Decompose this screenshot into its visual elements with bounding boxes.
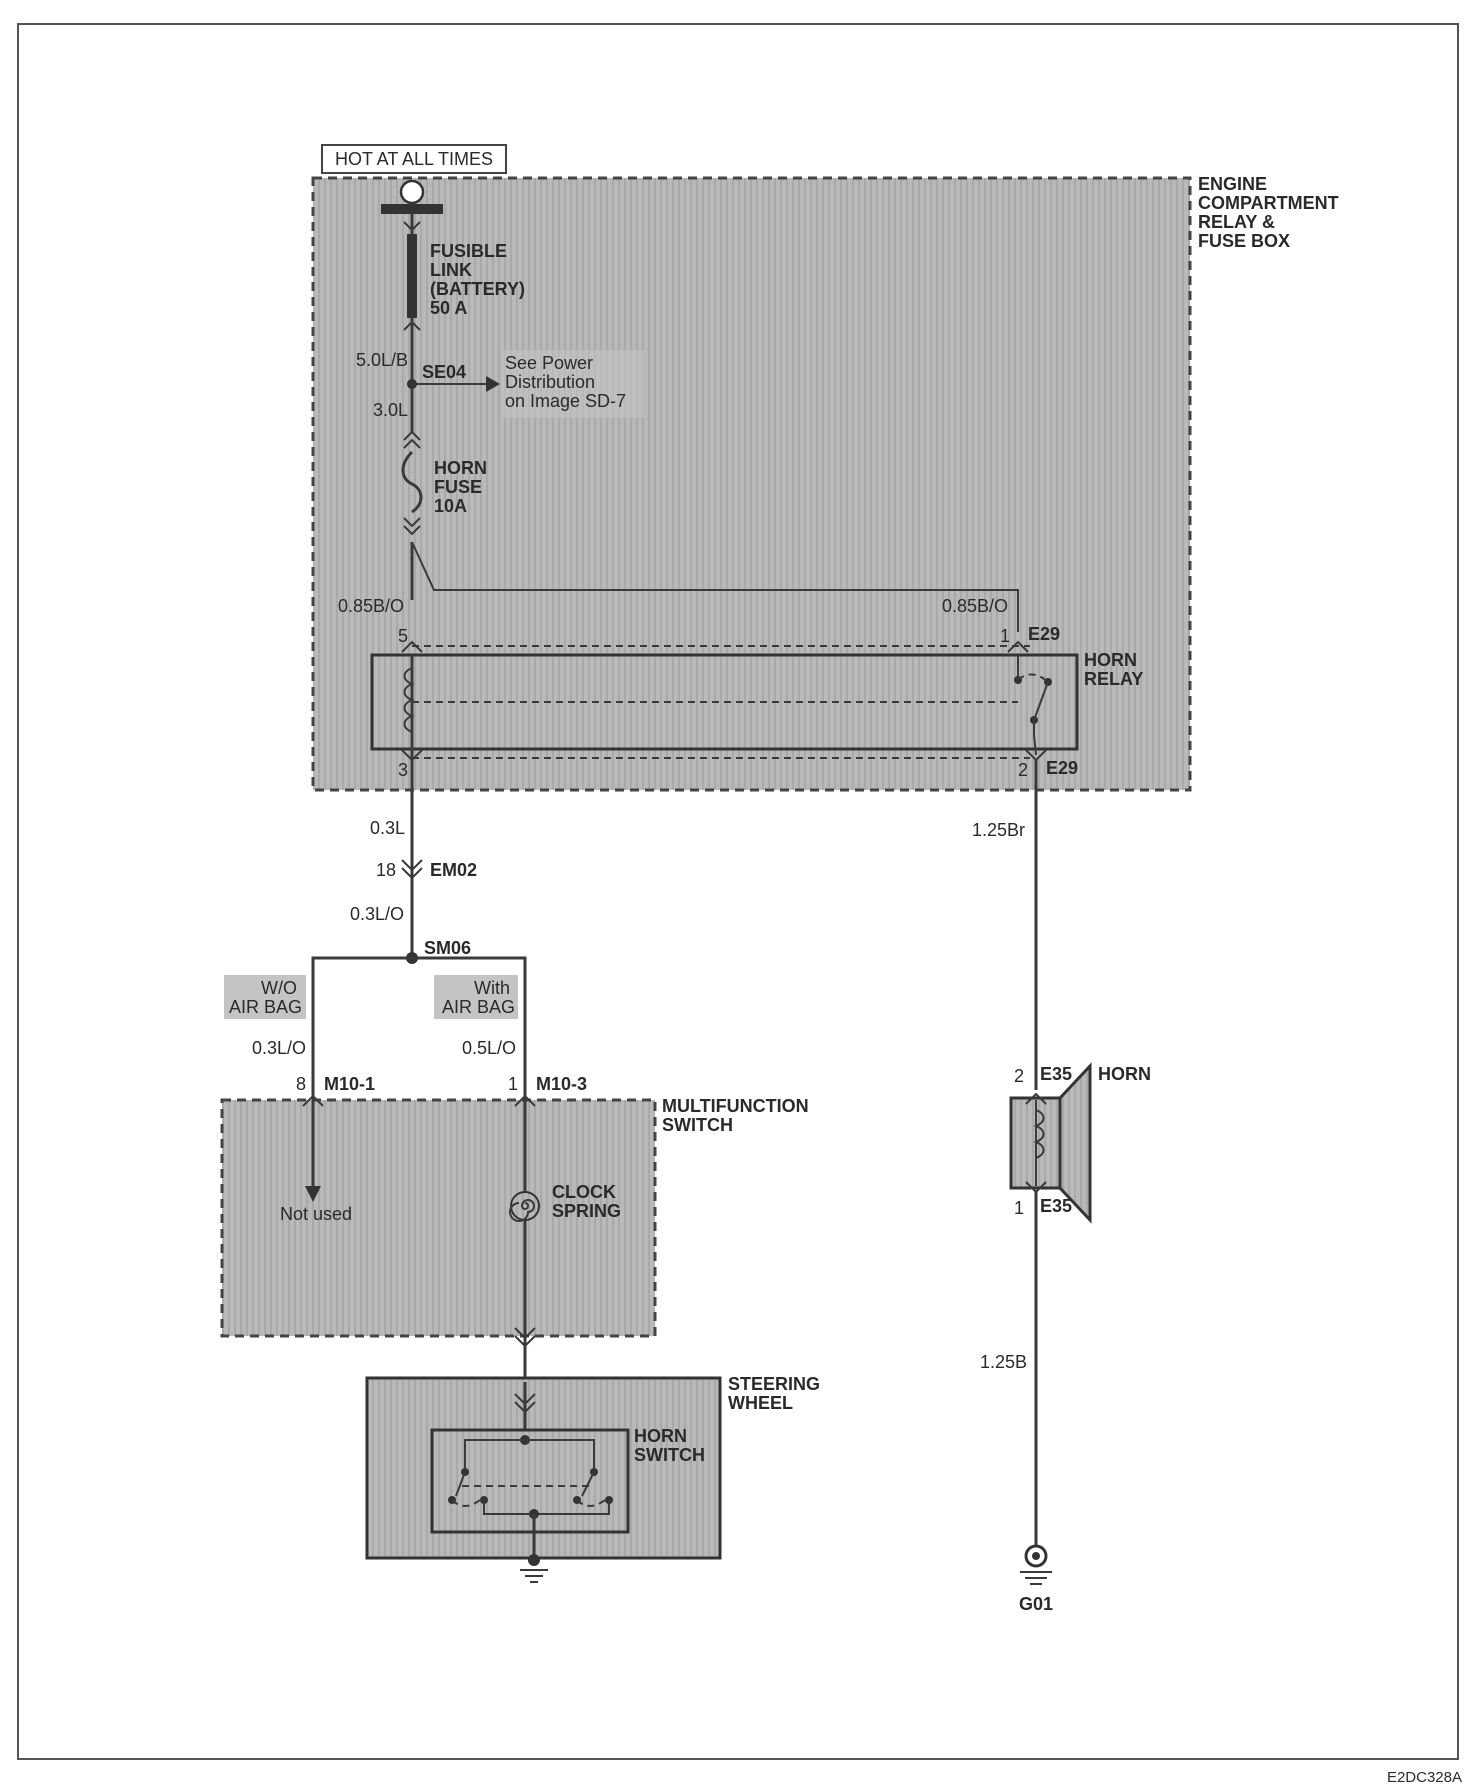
pin-18: 18 (376, 860, 396, 880)
ground-g01-icon (1020, 1544, 1052, 1585)
wire-label-3-0l: 3.0L (373, 400, 408, 420)
see-power-dist-bg (502, 350, 644, 418)
splice-se04-label: SE04 (422, 362, 466, 382)
pin-8: 8 (296, 1074, 306, 1094)
conn-m10-3: M10-3 (536, 1074, 587, 1094)
connector-chevron-icon (403, 430, 421, 441)
clock-spring-label: CLOCK SPRING (552, 1182, 621, 1221)
horn-switch-arc (576, 1499, 606, 1507)
horn-switch-label: HORN SWITCH (634, 1426, 705, 1465)
fuse-gap (404, 432, 420, 542)
image-code: E2DC328A (1387, 1769, 1462, 1786)
connector-chevron-icon (1007, 640, 1029, 653)
relay-internal-wire (1033, 720, 1037, 756)
conn-e35-bottom: E35 (1040, 1196, 1072, 1216)
horn-switch-bottom-wire (483, 1500, 610, 1515)
conn-e29-bottom: E29 (1046, 758, 1078, 778)
with-airbag-bg (434, 975, 518, 1019)
wire-label-0-3lo-top: 0.3L/O (350, 904, 404, 924)
splice-sm06-label: SM06 (424, 938, 471, 958)
horn-relay-label: HORN RELAY (1084, 650, 1143, 689)
with-airbag-wire (412, 956, 527, 1098)
arrow-right-icon (486, 376, 500, 392)
relay-coil-feed-wire (411, 541, 1019, 632)
battery-bus-bar (381, 204, 443, 214)
pin-2-horn: 2 (1014, 1066, 1024, 1086)
multifunction-switch-region (220, 1098, 657, 1338)
fusible-link-icon (407, 234, 417, 318)
steering-wheel-label: STEERING WHEEL (728, 1374, 825, 1413)
with-airbag-label: With AIR BAG (442, 978, 515, 1017)
clock-spring-spiral (509, 1199, 535, 1222)
relay-coil-icon (403, 667, 415, 733)
pin-3: 3 (398, 760, 408, 780)
connector-chevron-icon (401, 640, 423, 653)
connector-chevron-icon (401, 859, 423, 872)
wo-airbag-label: W/O AIR BAG (229, 978, 302, 1017)
connector-chevron-icon (401, 867, 423, 880)
horn-switch-arm-right (581, 1471, 595, 1497)
ground-g01-label: G01 (1019, 1594, 1053, 1614)
connector-chevron-icon (514, 1327, 536, 1340)
wire-label-0-3lo-left: 0.3L/O (252, 1038, 306, 1058)
connector-chevron-icon (514, 1094, 536, 1107)
connector-chevron-icon (403, 438, 421, 449)
battery-terminal-icon (399, 179, 425, 205)
horn-fuse-icon (401, 450, 423, 514)
ground-icon (520, 1554, 548, 1583)
relay-switch-arc (1017, 673, 1049, 683)
wo-airbag-wire (311, 956, 412, 1098)
hot-label-box (321, 144, 507, 174)
connector-chevron-icon (1025, 1092, 1047, 1105)
wire-label-0-5lo: 0.5L/O (462, 1038, 516, 1058)
relay-switch-arm (1033, 681, 1049, 721)
conn-e29-top: E29 (1028, 624, 1060, 644)
connector-chevron-icon (403, 320, 421, 331)
pin-5: 5 (398, 626, 408, 646)
connector-chevron-icon (403, 221, 421, 232)
horn-label: HORN (1098, 1064, 1151, 1084)
wo-airbag-bg (224, 975, 306, 1019)
see-power-dist-note: See Power Distribution on Image SD-7 (505, 353, 626, 411)
diagram-frame (17, 23, 1459, 1760)
wire-label-5-0lb: 5.0L/B (356, 350, 408, 370)
horn-switch-arm-left (455, 1471, 466, 1497)
conn-em02: EM02 (430, 860, 477, 880)
fusible-link-label: FUSIBLE LINK (BATTERY) 50 A (430, 241, 530, 318)
wire-label-1-25b: 1.25B (980, 1352, 1027, 1372)
connector-chevron-icon (302, 1094, 324, 1107)
multifunction-switch-label: MULTIFUNCTION SWITCH (662, 1096, 814, 1135)
horn-switch-arc (451, 1499, 481, 1507)
wire-label-085bo-left: 0.85B/O (338, 596, 404, 616)
wire-label-0-3l: 0.3L (370, 818, 405, 838)
arrow-down-icon (305, 1186, 321, 1202)
horn-fuse-label: HORN FUSE 10A (434, 458, 492, 516)
wire-label-1-25br: 1.25Br (972, 820, 1025, 840)
not-used-label: Not used (280, 1204, 352, 1224)
pin-2-relay: 2 (1018, 760, 1028, 780)
pin-1-relay: 1 (1000, 626, 1010, 646)
conn-m10-1: M10-1 (324, 1074, 375, 1094)
pin-1-horn: 1 (1014, 1198, 1024, 1218)
connector-chevron-icon (514, 1335, 536, 1348)
fuse-box-label: ENGINE COMPARTMENT RELAY & FUSE BOX (1198, 174, 1344, 251)
horn-switch-top-wire (464, 1439, 595, 1468)
conn-e35-top: E35 (1040, 1064, 1072, 1084)
pin-1-m10: 1 (508, 1074, 518, 1094)
connector-chevron-icon (403, 525, 421, 536)
hot-at-all-times-label: HOT AT ALL TIMES (335, 149, 493, 169)
wire-label-085bo-right: 0.85B/O (942, 596, 1008, 616)
horn-coil-icon (1033, 1109, 1045, 1159)
connector-chevron-icon (403, 517, 421, 528)
